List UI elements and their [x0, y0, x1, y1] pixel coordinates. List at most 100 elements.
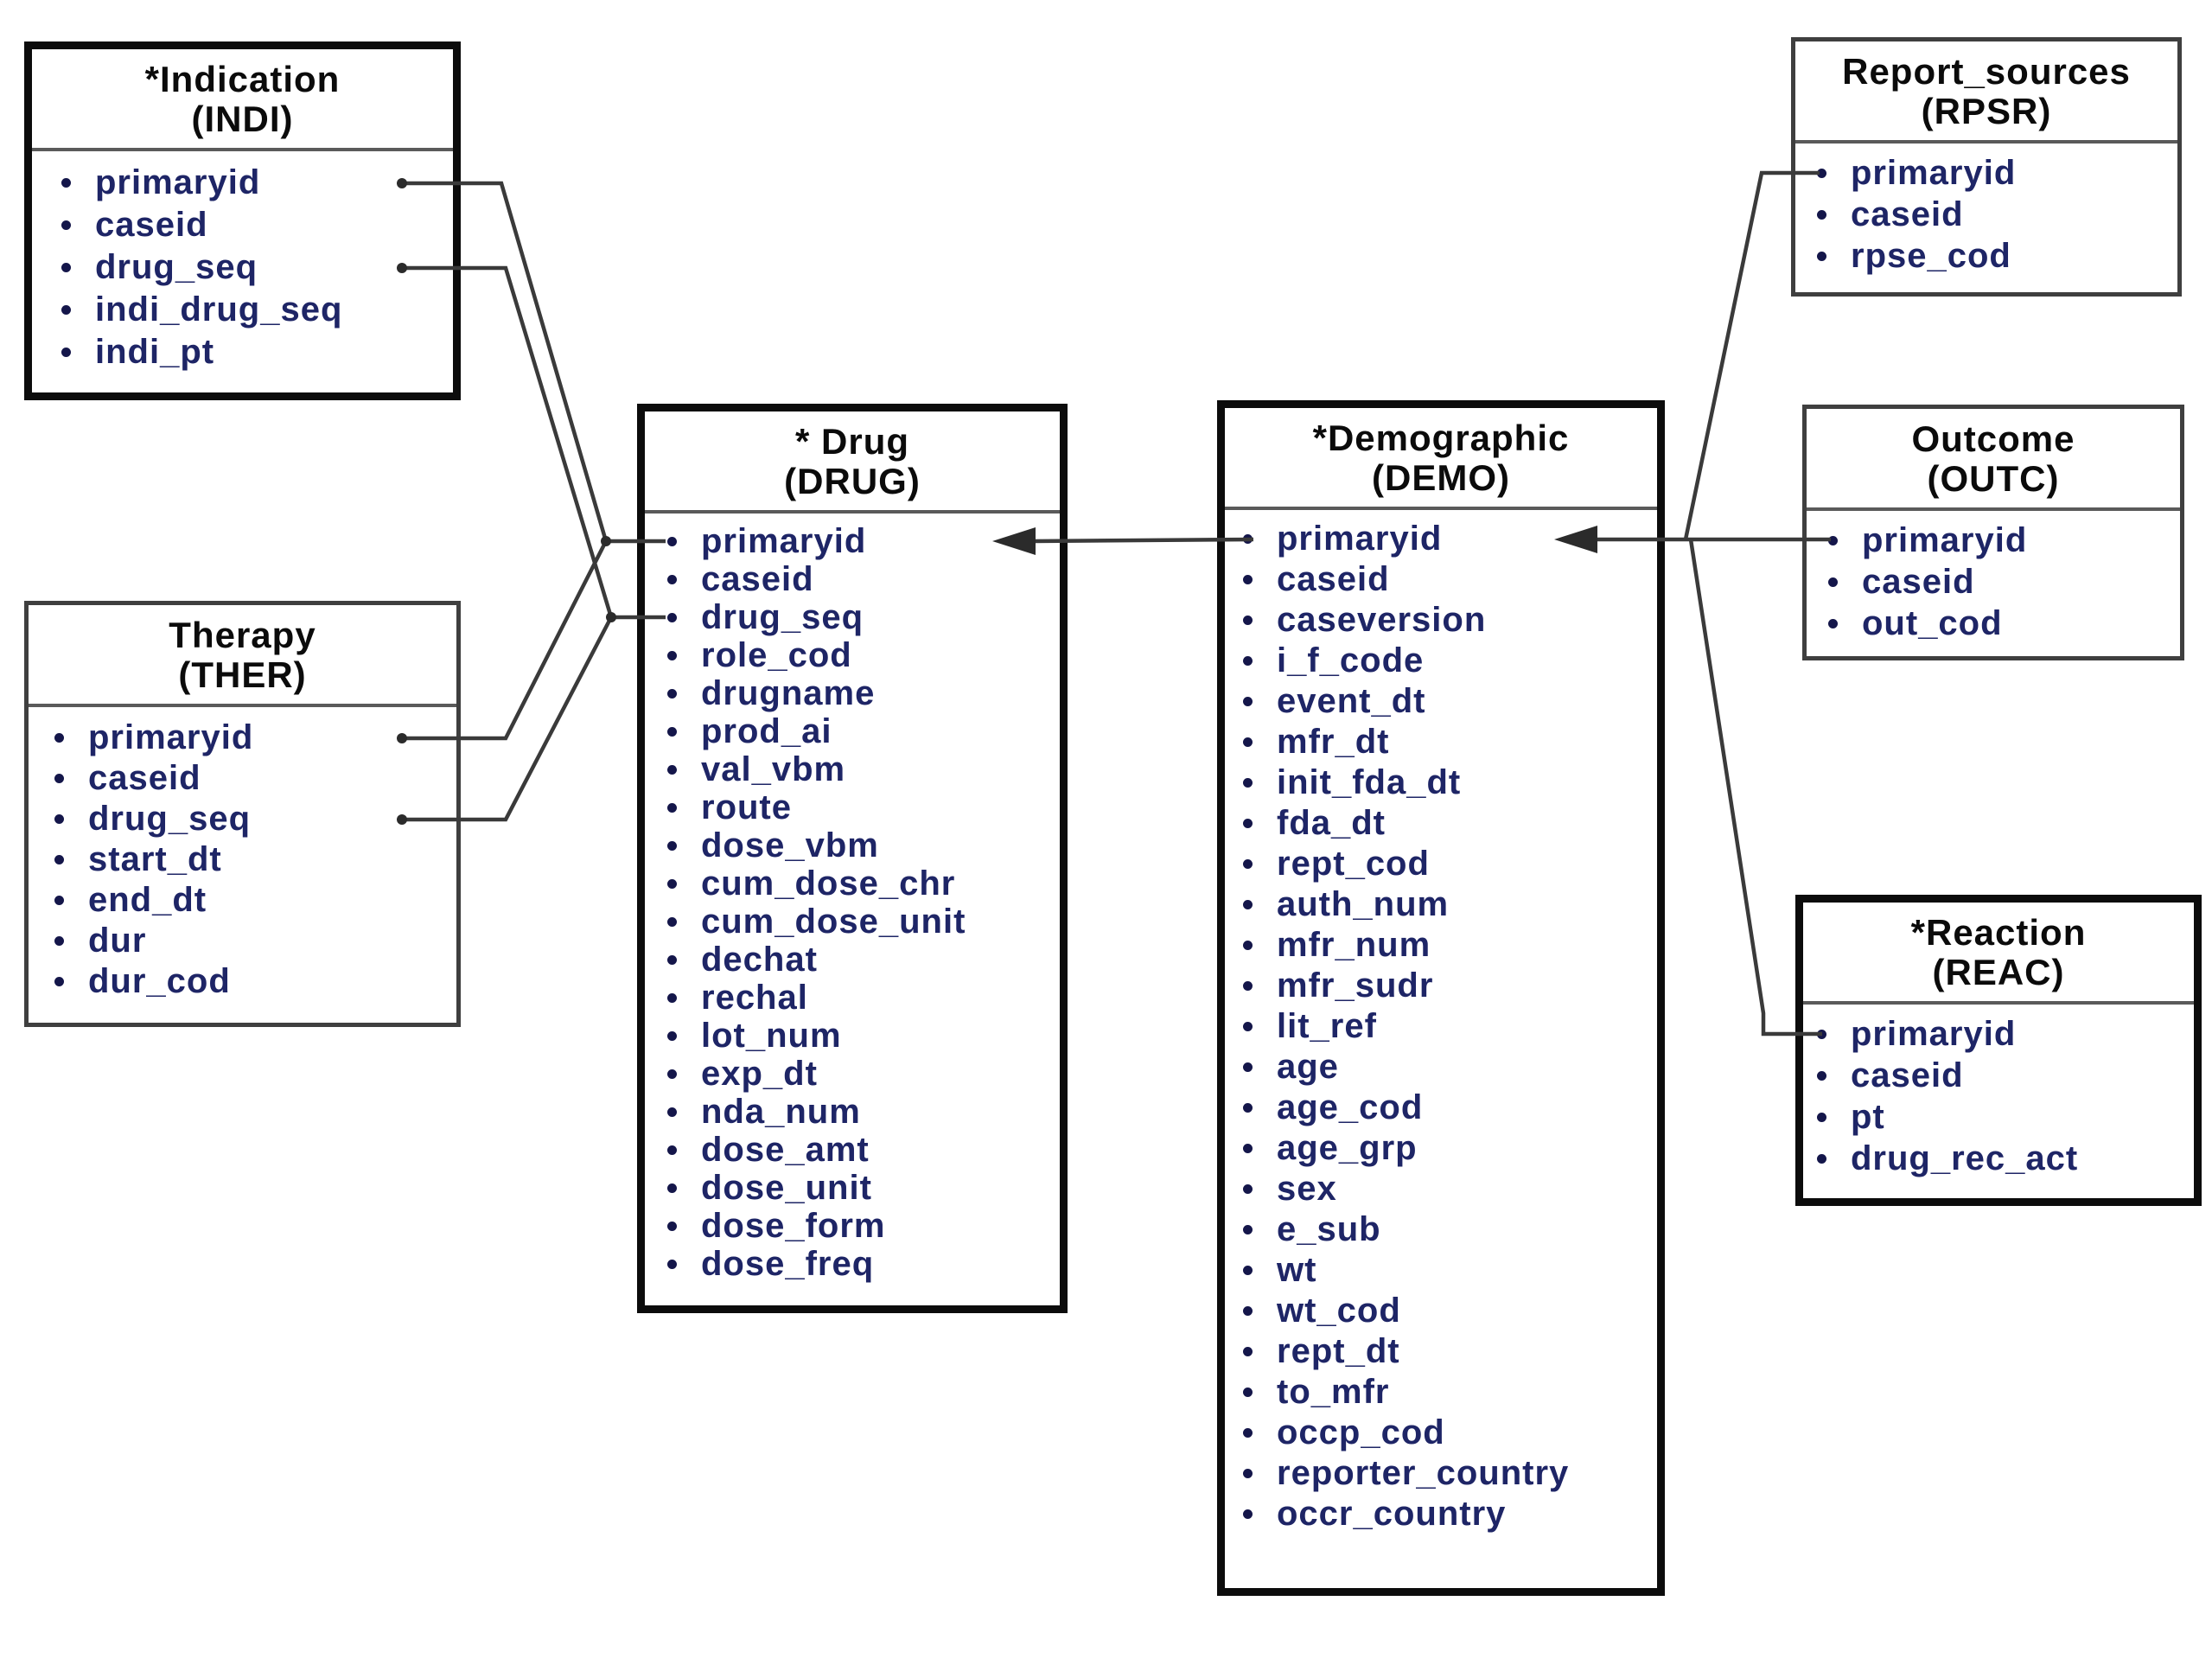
field-row: start_dt [54, 839, 449, 880]
field-label: age_grp [1277, 1129, 1418, 1167]
field-row: sex [1243, 1169, 1650, 1209]
bullet-icon [667, 764, 677, 775]
field-row: end_dt [54, 880, 449, 921]
field-label: dechat [701, 940, 818, 979]
bullet-icon [667, 1030, 677, 1041]
bullet-icon [1817, 168, 1826, 178]
bullet-icon [1828, 535, 1838, 545]
bullet-icon [54, 733, 64, 743]
field-label: lit_ref [1277, 1007, 1377, 1045]
field-label: wt [1277, 1251, 1317, 1289]
field-row: primaryid [54, 718, 449, 758]
field-label: caseid [1851, 195, 1964, 233]
field-label: i_f_code [1277, 641, 1425, 679]
bullet-icon [1243, 941, 1253, 950]
table-title: Report_sources [1842, 51, 2131, 92]
table-title: * Drug [795, 421, 909, 462]
field-row: drugname [667, 674, 1053, 712]
bullet-icon [1243, 1428, 1253, 1438]
field-label: dose_freq [701, 1244, 875, 1283]
field-row: lit_ref [1243, 1006, 1650, 1047]
bullet-icon [1243, 859, 1253, 869]
bullet-icon [1243, 1347, 1253, 1356]
bullet-icon [1243, 697, 1253, 706]
field-label: primaryid [88, 718, 254, 756]
bullet-icon [667, 726, 677, 737]
field-row: auth_num [1243, 884, 1650, 925]
field-row: mfr_num [1243, 925, 1650, 966]
field-label: primaryid [1851, 153, 2017, 192]
field-row: rept_dt [1243, 1331, 1650, 1372]
field-label: primaryid [701, 521, 867, 560]
table-title: *Indication [144, 59, 341, 99]
field-label: pt [1851, 1097, 1885, 1136]
field-row: dose_amt [667, 1131, 1053, 1169]
field-row: rpse_cod [1817, 235, 2171, 277]
field-row: val_vbm [667, 750, 1053, 788]
bullet-icon [61, 348, 71, 357]
field-label: rpse_cod [1851, 236, 2011, 275]
field-row: primaryid [1243, 519, 1650, 559]
field-label: caseid [1277, 560, 1390, 598]
field-label: auth_num [1277, 885, 1450, 923]
field-label: start_dt [88, 840, 222, 878]
field-row: to_mfr [1243, 1372, 1650, 1413]
table-outcome-header: Outcome (OUTC) [1807, 409, 2180, 511]
field-row: reporter_country [1243, 1453, 1650, 1494]
bullet-icon [54, 814, 64, 824]
table-report-sources-header: Report_sources (RPSR) [1795, 41, 2177, 144]
field-row: lot_num [667, 1017, 1053, 1055]
field-row: caseid [54, 758, 449, 799]
field-row: age_grp [1243, 1128, 1650, 1169]
field-label: rept_cod [1277, 845, 1430, 883]
bullet-icon [61, 178, 71, 188]
field-label: drug_seq [88, 800, 252, 838]
bullet-icon [1243, 1225, 1253, 1234]
bullet-icon [1243, 778, 1253, 788]
field-label: caseversion [1277, 601, 1487, 639]
field-row: i_f_code [1243, 641, 1650, 681]
field-label: route [701, 788, 792, 826]
bullet-icon [667, 840, 677, 851]
field-label: dur [88, 922, 147, 960]
bullet-icon [1243, 575, 1253, 584]
field-label: to_mfr [1277, 1373, 1390, 1411]
field-row: dechat [667, 941, 1053, 979]
field-label: dose_form [701, 1206, 886, 1245]
field-label: primaryid [1277, 520, 1443, 558]
field-row: e_sub [1243, 1209, 1650, 1250]
field-row: dose_freq [667, 1245, 1053, 1283]
table-title: *Reaction [1910, 912, 2087, 953]
bullet-icon [667, 1183, 677, 1193]
bullet-icon [667, 1221, 677, 1231]
bullet-icon [1243, 1103, 1253, 1113]
field-row: event_dt [1243, 681, 1650, 722]
bullet-icon [667, 536, 677, 546]
field-row: drug_seq [54, 799, 449, 839]
bullet-icon [1243, 1062, 1253, 1072]
field-label: caseid [1851, 1056, 1964, 1094]
bullet-icon [667, 992, 677, 1003]
field-row: primaryid [1817, 152, 2171, 194]
bullet-icon [1817, 209, 1826, 220]
field-row: primaryid [1828, 520, 2173, 561]
field-label: dose_vbm [701, 826, 879, 864]
field-row: drug_seq [667, 598, 1053, 636]
field-label: end_dt [88, 881, 207, 919]
field-row: indi_pt [61, 331, 446, 373]
table-code: (THER) [178, 654, 307, 695]
bullet-icon [61, 305, 71, 315]
bullet-icon [1817, 1029, 1826, 1039]
field-row: caseversion [1243, 600, 1650, 641]
field-label: indi_pt [95, 333, 215, 371]
table-title: Outcome [1911, 418, 2075, 459]
table-reaction-header: *Reaction (REAC) [1803, 903, 2194, 1005]
bullet-icon [667, 1107, 677, 1117]
field-row: caseid [1243, 559, 1650, 600]
bullet-icon [61, 220, 71, 230]
field-label: mfr_dt [1277, 723, 1390, 761]
field-label: caseid [1862, 562, 1975, 601]
